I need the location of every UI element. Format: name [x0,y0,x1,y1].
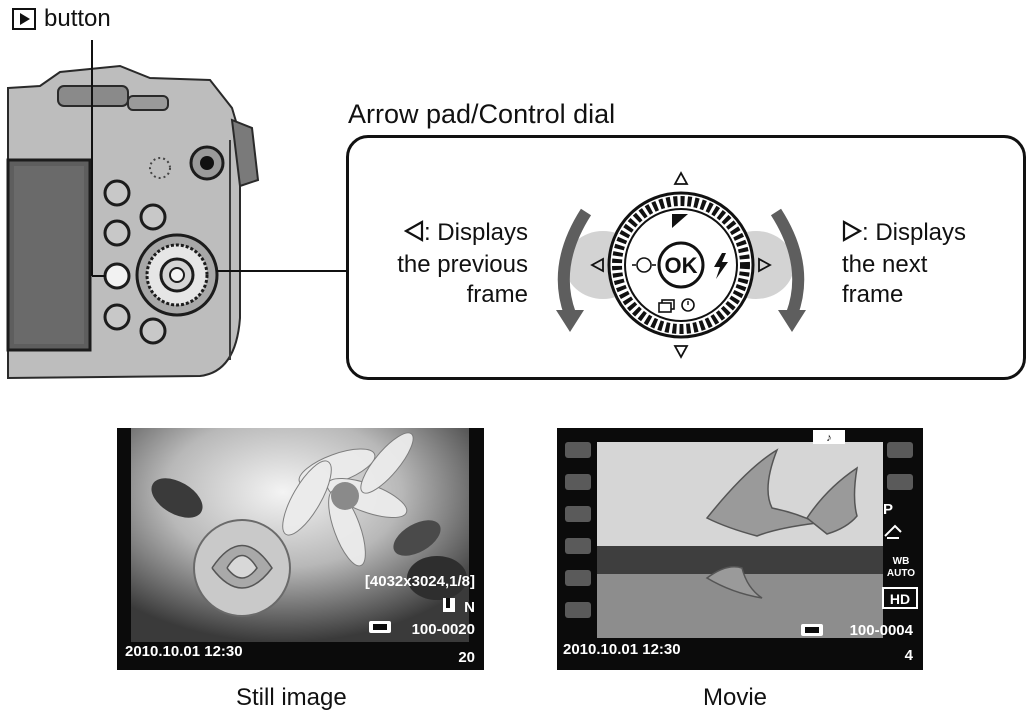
seagull-shapes [705,448,859,599]
movie-hd-label: HD [890,591,910,607]
dial-leader-line [216,270,348,272]
next-frame-line2: the next [842,251,928,278]
ok-button-label: OK [665,253,698,278]
af-mode-icon [884,524,902,539]
left-small-arrow-icon [590,257,604,273]
camera-illustration [0,0,300,400]
control-dial-diagram: OK [548,150,818,370]
previous-frame-description: : Displays the previous frame [360,218,528,310]
previous-frame-line2: the previous [397,251,528,278]
movie-mode: P [883,501,893,518]
still-frame-count: 20 [458,649,475,666]
still-resolution: [4032x3024,1/8] [365,573,475,590]
movie-frame-count: 4 [905,647,914,664]
exposure-icon [672,214,688,228]
rotate-right-arrow [770,208,806,332]
film-perforations [565,442,913,618]
movie-datetime: 2010.10.01 12:30 [563,641,681,658]
af-area-icon [632,257,656,273]
previous-frame-line3: frame [466,281,528,308]
memory-card-icon [369,621,391,633]
play-button-callout: button [12,4,111,34]
right-arrow-icon [842,220,863,250]
arrow-pad-title: Arrow pad/Control dial [348,99,616,129]
memory-card-icon [801,624,823,636]
next-frame-description: : Displays the next frame [842,218,1012,310]
still-image-screen: [4032x3024,1/8] N 100-0020 2010.10.01 12… [117,428,484,670]
next-frame-line1: : Displays [862,219,967,246]
play-button-label: button [44,5,111,32]
right-small-arrow-icon [758,257,772,273]
movie-wb-line1: WB [893,556,910,567]
play-icon [12,8,36,30]
flash-icon [714,253,728,279]
still-quality-icon [443,598,455,612]
left-arrow-icon [403,220,424,250]
still-quality: N [464,599,475,616]
rose-shape [193,519,291,617]
up-arrow-icon [673,171,689,185]
rotate-left-arrow [556,208,592,332]
movie-screen: ♪ P WB AUTO HD 100-0004 2010.10.01 12:30… [557,428,923,670]
next-frame-line3: frame [842,281,904,308]
still-image-caption: Still image [236,684,347,711]
down-arrow-icon [673,345,689,359]
svg-text:♪: ♪ [826,432,832,444]
still-datetime: 2010.10.01 12:30 [125,643,243,660]
drive-timer-icon [658,298,695,313]
movie-wb-line2: AUTO [887,568,915,579]
previous-frame-line1: : Displays [423,219,528,246]
movie-caption: Movie [703,684,768,711]
still-file-number: 100-0020 [412,621,475,638]
movie-file-number: 100-0004 [850,622,914,639]
sound-icon: ♪ [813,430,845,444]
